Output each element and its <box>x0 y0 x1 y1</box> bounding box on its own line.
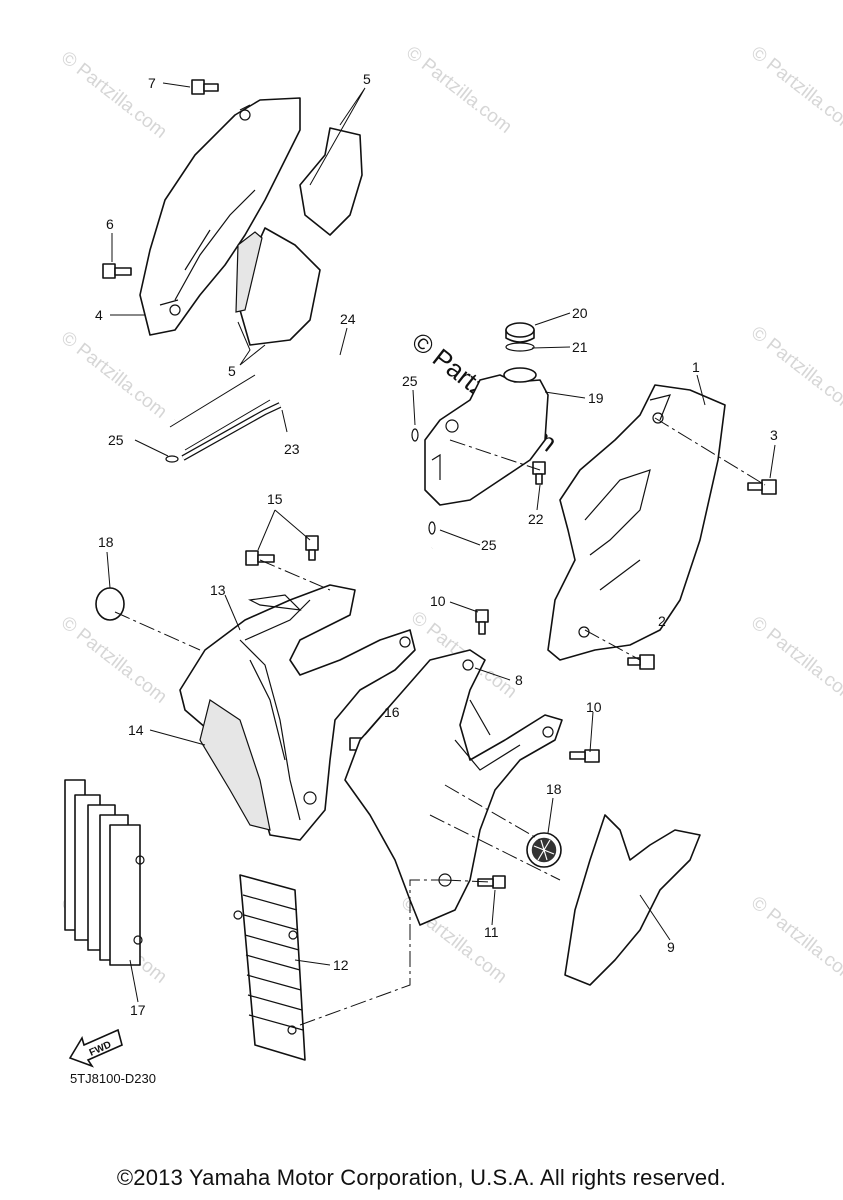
part-13-14-shroud <box>179 584 416 841</box>
bolt-7 <box>191 79 219 95</box>
copyright-notice: ©2013 Yamaha Motor Corporation, U.S.A. A… <box>116 1165 727 1190</box>
bolt-2 <box>627 654 655 670</box>
watermark: © Partzilla.com <box>747 322 843 417</box>
callout-5: 5 <box>228 363 236 379</box>
part-8-radiator-cover <box>344 649 563 926</box>
callout-labels: 7 5 6 4 5 24 20 21 19 1 3 25 25 23 22 25… <box>95 71 778 1018</box>
part-5-decals <box>235 127 363 346</box>
callout-9: 9 <box>667 939 675 955</box>
callout-20: 20 <box>572 305 588 321</box>
callout-18: 18 <box>98 534 114 550</box>
part-9-decal <box>564 814 701 986</box>
part-17-louver <box>64 779 145 966</box>
bolt-10b <box>569 749 600 763</box>
callout-23: 23 <box>284 441 300 457</box>
callout-25: 25 <box>481 537 497 553</box>
watermark: © Partzilla.com <box>57 612 171 707</box>
callout-3: 3 <box>770 427 778 443</box>
callout-11: 11 <box>484 924 499 940</box>
callout-16: 16 <box>384 704 400 720</box>
part-18-emblem-round <box>526 832 562 868</box>
part-12-radiator-guard <box>233 874 306 1061</box>
callout-18: 18 <box>546 781 562 797</box>
part-19-reservoir-tank <box>424 322 549 506</box>
callout-22: 22 <box>528 511 544 527</box>
callout-10: 10 <box>586 699 602 715</box>
leader-lines <box>106 82 776 1003</box>
bolt-10a <box>475 609 489 635</box>
part-1-side-cover <box>547 384 726 661</box>
callout-2: 2 <box>658 613 666 629</box>
bolt-3 <box>747 479 777 495</box>
callout-1: 1 <box>692 359 700 375</box>
callout-5: 5 <box>363 71 371 87</box>
callout-15: 15 <box>267 491 283 507</box>
watermark: © Partzilla.com <box>57 327 171 422</box>
callout-25: 25 <box>108 432 124 448</box>
bolt-6 <box>102 263 132 279</box>
callout-12: 12 <box>333 957 349 973</box>
watermark: © Partzilla.com <box>747 42 843 137</box>
bolt-22 <box>532 461 546 485</box>
callout-7: 7 <box>148 75 156 91</box>
callout-25: 25 <box>402 373 418 389</box>
bolt-11 <box>477 875 506 889</box>
callout-19: 19 <box>588 390 604 406</box>
bolt-15b <box>305 535 319 561</box>
callout-14: 14 <box>128 722 144 738</box>
part-18-emblem <box>95 587 125 621</box>
watermark: © Partzilla.com <box>402 42 516 137</box>
bolt-15a <box>245 550 275 566</box>
clips-25 <box>165 428 436 535</box>
callout-24: 24 <box>340 311 356 327</box>
watermark: © Partzilla.com <box>57 47 171 142</box>
callout-8: 8 <box>515 672 523 688</box>
watermark: © Partzilla.com <box>747 612 843 707</box>
fwd-arrow-icon: FWD <box>68 1028 123 1068</box>
callout-21: 21 <box>572 339 588 355</box>
callout-13: 13 <box>210 582 226 598</box>
callout-4: 4 <box>95 307 103 323</box>
assembly-lines <box>114 417 766 1026</box>
callout-10: 10 <box>430 593 446 609</box>
part-24-23-hoses <box>169 350 433 557</box>
diagram-code: 5TJ8100-D230 <box>70 1071 156 1086</box>
watermark: © Partzilla.com <box>747 892 843 987</box>
callout-17: 17 <box>130 1002 146 1018</box>
callout-6: 6 <box>106 216 114 232</box>
part-4-radiator-cover <box>139 97 301 336</box>
